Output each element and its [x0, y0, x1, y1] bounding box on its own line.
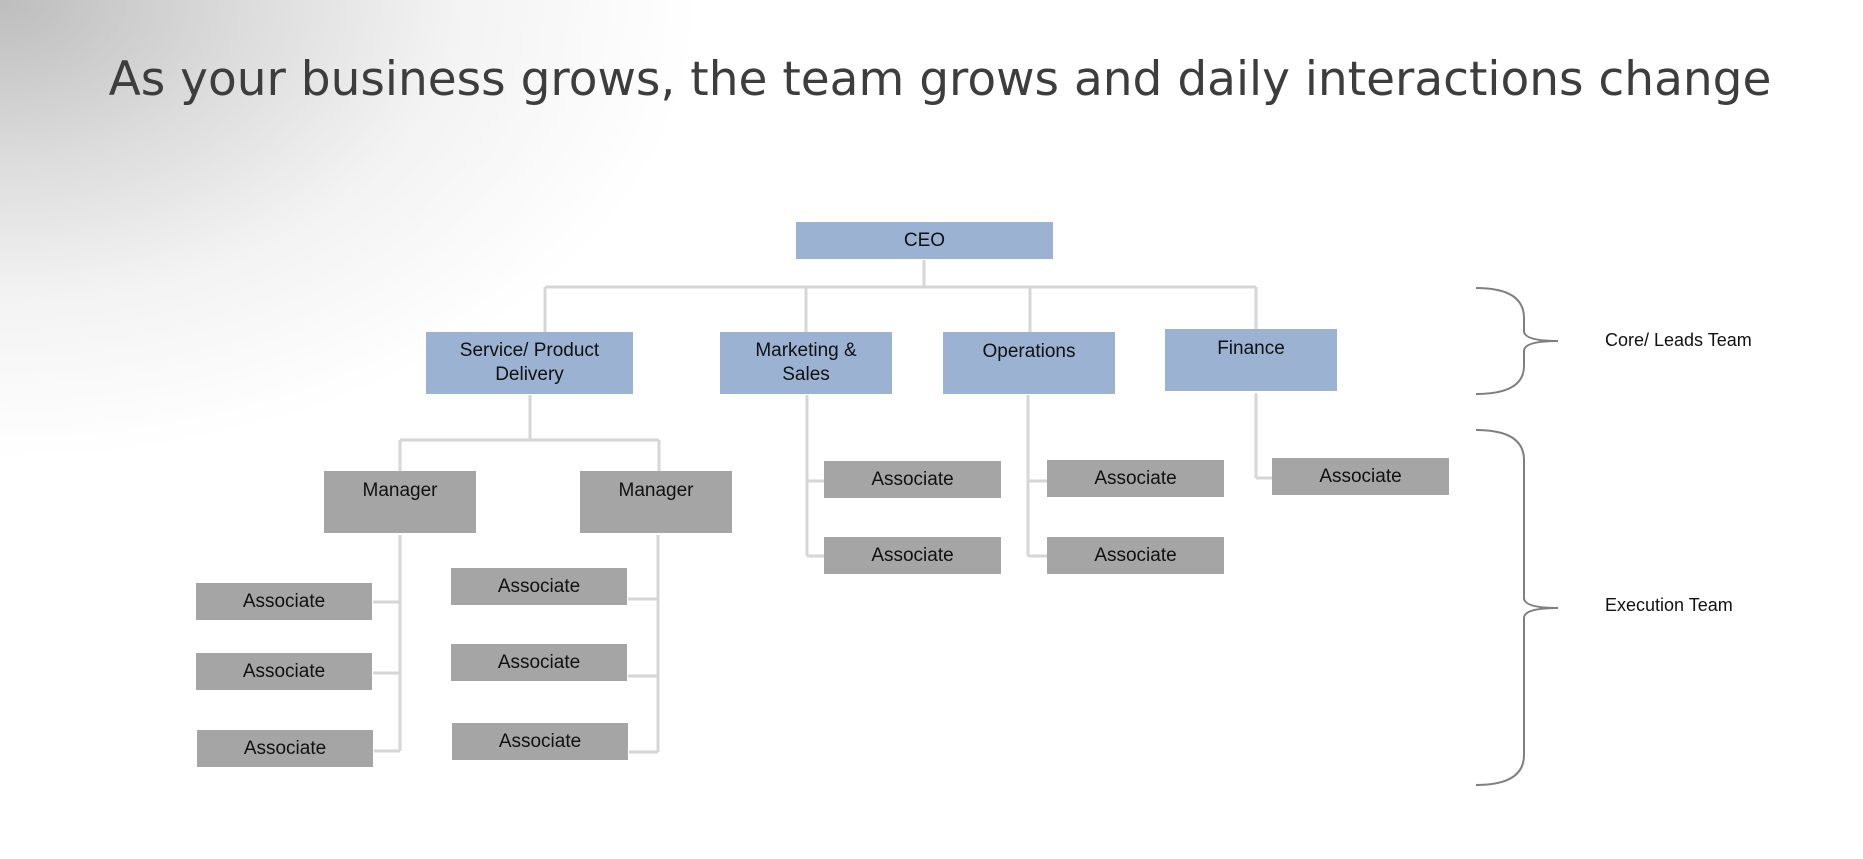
associate-box: Associate [824, 461, 1001, 498]
associate-box: Associate [452, 723, 628, 760]
page-title: As your business grows, the team grows a… [108, 52, 1772, 107]
associate-box: Associate [196, 583, 372, 620]
braces [1475, 287, 1559, 786]
finance-box: Finance [1165, 329, 1337, 391]
associate-box: Associate [1272, 458, 1449, 495]
marketing-sales-box: Marketing & Sales [720, 332, 892, 394]
core-leads-team-label: Core/ Leads Team [1605, 330, 1752, 350]
associate-box: Associate [197, 730, 373, 767]
execution-team-label: Execution Team [1605, 595, 1733, 615]
associate-box: Associate [451, 644, 627, 681]
ceo-box: CEO [796, 222, 1053, 259]
operations-box: Operations [943, 332, 1115, 394]
associate-box: Associate [196, 653, 372, 690]
associate-box: Associate [451, 568, 627, 605]
associate-box: Associate [1047, 460, 1224, 497]
manager-box: Manager [580, 471, 732, 533]
manager-box: Manager [324, 471, 476, 533]
associate-box: Associate [824, 537, 1001, 574]
service-product-delivery-box: Service/ Product Delivery [426, 332, 633, 394]
associate-box: Associate [1047, 537, 1224, 574]
